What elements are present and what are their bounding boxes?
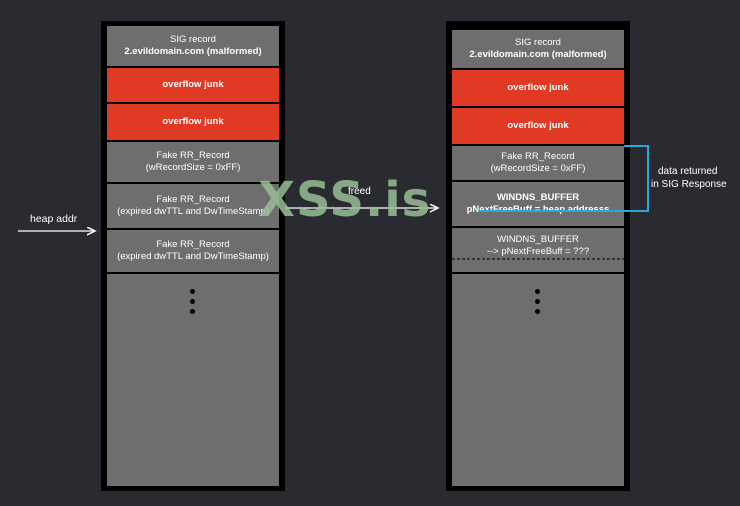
right-windns-buffer-1: WINDNS_BUFFER pNextFreeBuff = heap addre…: [452, 182, 624, 226]
left-sig-record: SIG record 2.evildomain.com (malformed): [107, 26, 279, 66]
block-title: WINDNS_BUFFER: [497, 234, 579, 245]
block-title: overflow junk: [507, 120, 569, 131]
data-returned-label-1: data returned: [658, 166, 718, 177]
left-fake-rr-record-2: Fake RR_Record (expired dwTTL and DwTime…: [107, 184, 279, 228]
watermark-logo: XSS.is: [258, 172, 432, 228]
block-subtitle: pNextFreeBuff = heap addresss: [466, 204, 610, 215]
data-returned-label-2: in SIG Response: [651, 179, 727, 190]
block-subtitle: (wRecordSize = 0xFF): [490, 163, 586, 174]
left-overflow-junk-2: overflow junk: [107, 104, 279, 140]
data-returned-bracket: [478, 145, 649, 212]
block-subtitle: 2.evildomain.com (malformed): [124, 46, 262, 57]
block-subtitle: (wRecordSize = 0xFF): [145, 162, 241, 173]
right-overflow-junk-2: overflow junk: [452, 108, 624, 144]
right-memory-stack: SIG record 2.evildomain.com (malformed) …: [446, 21, 630, 491]
block-title: Fake RR_Record: [156, 239, 230, 250]
block-subtitle: (expired dwTTL and DwTimeStamp): [117, 206, 269, 217]
block-title: SIG record: [515, 37, 561, 48]
block-title: SIG record: [170, 34, 216, 45]
block-title: overflow junk: [162, 116, 224, 127]
block-title: Fake RR_Record: [501, 151, 575, 162]
block-subtitle: (expired dwTTL and DwTimeStamp): [117, 251, 269, 262]
right-windns-buffer-2: WINDNS_BUFFER --> pNextFreeBuff = ???: [452, 228, 624, 272]
block-title: WINDNS_BUFFER: [496, 192, 580, 203]
block-title: Fake RR_Record: [156, 194, 230, 205]
left-memory-stack: SIG record 2.evildomain.com (malformed) …: [101, 21, 285, 491]
left-fake-rr-record-3: Fake RR_Record (expired dwTTL and DwTime…: [107, 230, 279, 272]
left-fake-rr-record-1: Fake RR_Record (wRecordSize = 0xFF): [107, 142, 279, 182]
right-fake-rr-record: Fake RR_Record (wRecordSize = 0xFF): [452, 146, 624, 180]
right-sig-record: SIG record 2.evildomain.com (malformed): [452, 30, 624, 68]
block-title: overflow junk: [162, 79, 224, 90]
freed-label: freed: [348, 186, 371, 197]
right-overflow-junk-1: overflow junk: [452, 70, 624, 106]
left-overflow-junk-1: overflow junk: [107, 68, 279, 102]
block-title: overflow junk: [507, 82, 569, 93]
block-subtitle: 2.evildomain.com (malformed): [469, 49, 607, 60]
right-ellipsis-icon: [535, 289, 540, 314]
block-title: Fake RR_Record: [156, 150, 230, 161]
block-subtitle: --> pNextFreeBuff = ???: [486, 246, 590, 257]
left-ellipsis-icon: [190, 289, 195, 314]
heap-addr-label: heap addr: [30, 213, 78, 225]
